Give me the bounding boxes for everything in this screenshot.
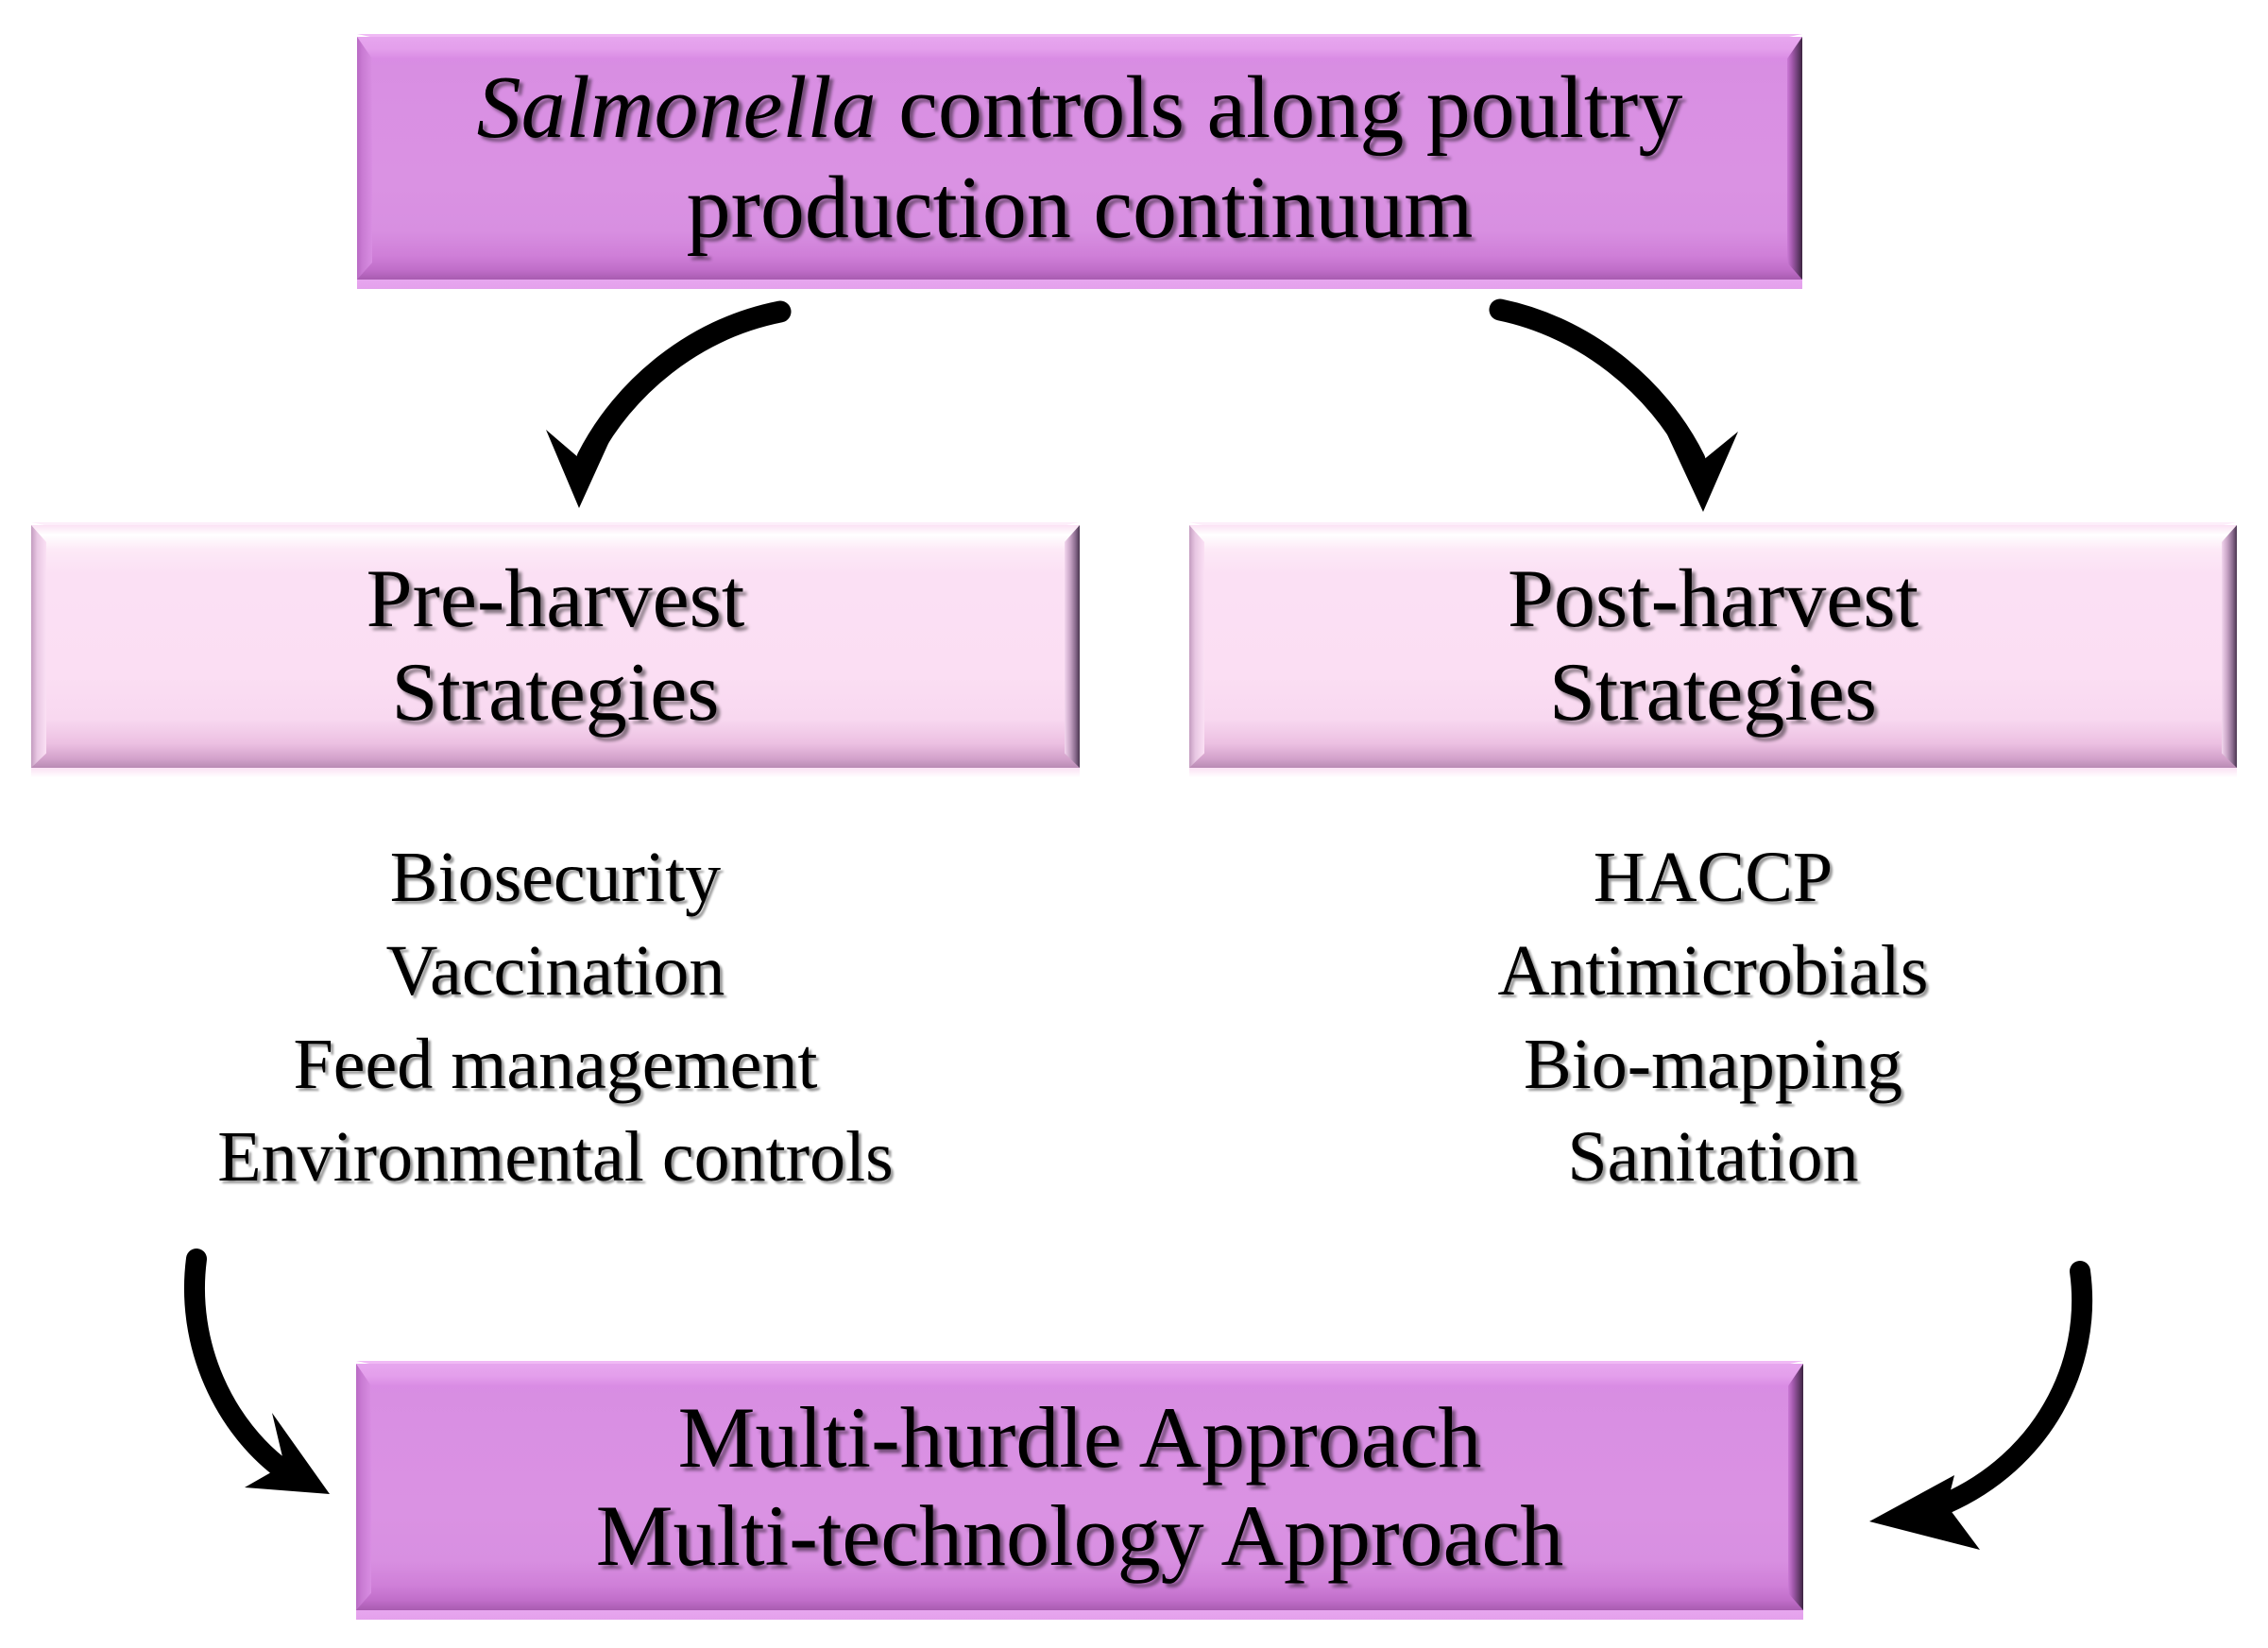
arrow-title-to-postharvest <box>1489 298 1738 512</box>
arrow-title-to-preharvest <box>546 300 792 508</box>
title-box: Salmonella controls along poultry produc… <box>357 34 1802 289</box>
arrow-preharvest-to-approach <box>183 1249 330 1494</box>
title-box-line-1: Salmonella controls along poultry <box>477 59 1683 158</box>
multi-hurdle-approach-box: Multi-hurdle Approach Multi-technology A… <box>356 1361 1803 1620</box>
pre-harvest-box-line-2: Strategies <box>391 646 720 739</box>
bottom-box-line-2: Multi-technology Approach <box>595 1487 1564 1584</box>
pre-harvest-box: Pre-harvest Strategies <box>31 522 1080 777</box>
title-box-italic-species: Salmonella <box>476 59 877 158</box>
pre-harvest-box-line-1: Pre-harvest <box>366 552 745 645</box>
list-item: Environmental controls <box>217 1117 894 1198</box>
arrow-postharvest-to-approach <box>1869 1261 2093 1550</box>
list-item: Antimicrobials <box>1497 930 1929 1011</box>
list-item: Bio-mapping <box>1523 1024 1903 1104</box>
pre-harvest-strategy-list: Biosecurity Vaccination Feed management … <box>31 831 1080 1204</box>
bottom-box-line-1: Multi-hurdle Approach <box>677 1389 1482 1487</box>
post-harvest-box: Post-harvest Strategies <box>1189 522 2237 777</box>
list-item: Sanitation <box>1567 1117 1859 1198</box>
title-box-line-1-rest: controls along poultry <box>876 59 1683 158</box>
list-item: Biosecurity <box>389 838 722 917</box>
list-item: Vaccination <box>385 930 725 1011</box>
post-harvest-box-line-1: Post-harvest <box>1507 552 1919 645</box>
title-box-line-2: production continuum <box>686 158 1474 257</box>
post-harvest-strategy-list: HACCP Antimicrobials Bio-mapping Sanitat… <box>1189 831 2237 1204</box>
post-harvest-box-line-2: Strategies <box>1548 646 1877 739</box>
list-item: HACCP <box>1593 838 1833 917</box>
list-item: Feed management <box>293 1024 818 1104</box>
